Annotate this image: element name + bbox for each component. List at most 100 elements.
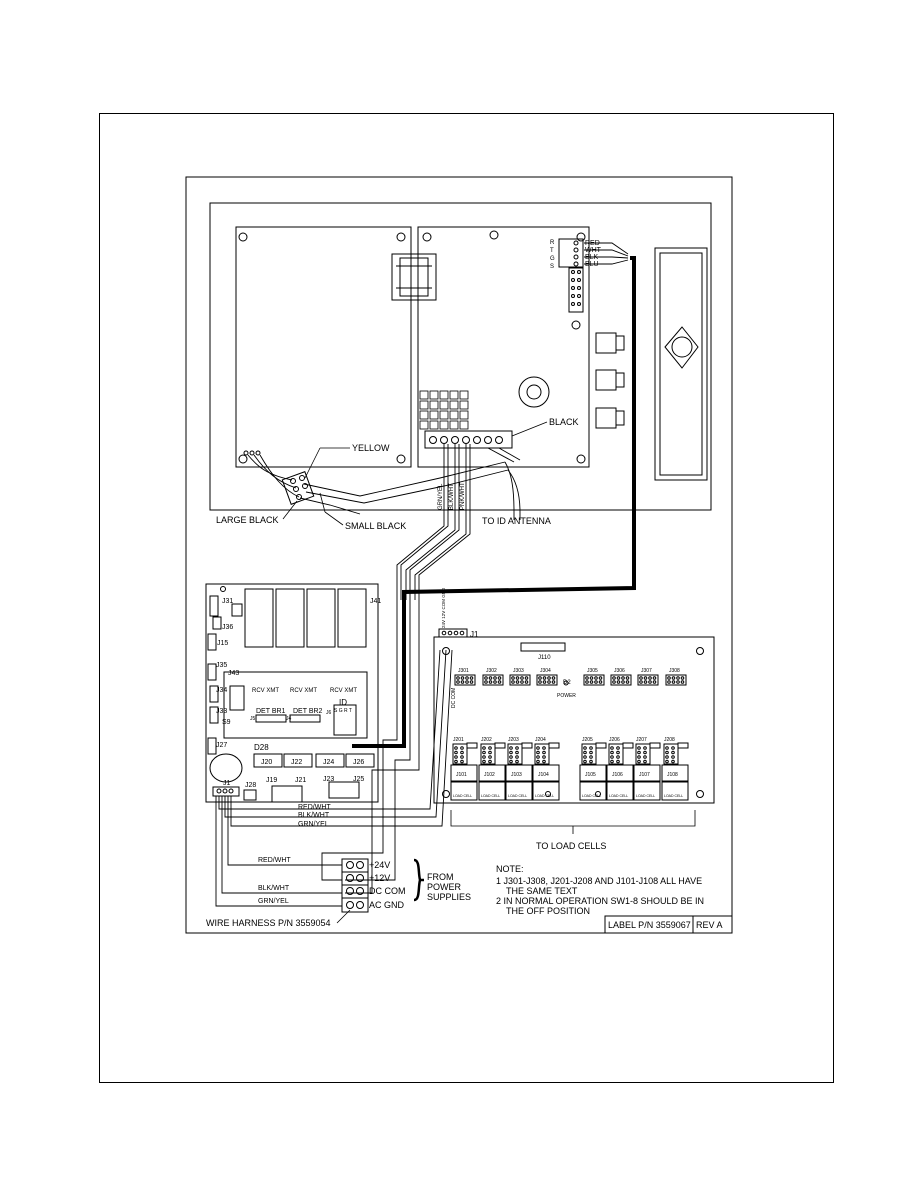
- svg-text:J43: J43: [228, 670, 239, 677]
- svg-text:WIRE HARNESS P/N 3559054: WIRE HARNESS P/N 3559054: [206, 918, 331, 928]
- load-cell-box: [532, 781, 560, 801]
- pin: [643, 759, 647, 764]
- pin: [680, 680, 685, 684]
- connector-j2: [480, 743, 496, 765]
- pin: [515, 676, 520, 680]
- svg-text:NOTE:: NOTE:: [496, 864, 524, 874]
- label-top-row: J303: [513, 668, 524, 674]
- label-load-cell: LOAD CELL: [453, 794, 472, 798]
- svg-text:BLK/WHT: BLK/WHT: [258, 885, 290, 892]
- pin: [482, 746, 486, 750]
- label-load-cell: LOAD CELL: [664, 794, 683, 798]
- pin: [610, 746, 614, 750]
- svg-text:AC GND: AC GND: [369, 900, 405, 910]
- enclosure-labels: R T G S RED WHT BLK BLU YELLOW BLACK LAR…: [216, 240, 602, 531]
- svg-text:T: T: [550, 248, 554, 254]
- connector-j3: [637, 674, 659, 686]
- svg-text:S9: S9: [222, 719, 231, 726]
- label-mid-row: J206: [609, 737, 620, 743]
- svg-text:24V 12V COM GND: 24V 12V COM GND: [441, 587, 446, 628]
- connector-j1: [579, 764, 607, 782]
- pin: [643, 746, 647, 750]
- pin: [610, 759, 614, 764]
- pin: [524, 676, 529, 680]
- svg-text:YELLOW: YELLOW: [352, 443, 390, 453]
- svg-text:2 IN NORMAL OPERATION SW1-8 S: 2 IN NORMAL OPERATION SW1-8 SHOULD BE IN: [496, 896, 704, 906]
- pin: [667, 676, 671, 680]
- pin: [637, 750, 641, 755]
- pin: [515, 750, 519, 755]
- pin: [520, 676, 524, 680]
- svg-text:THE OFF POSITION: THE OFF POSITION: [506, 906, 590, 916]
- pin: [625, 676, 630, 680]
- pin: [536, 755, 540, 759]
- label-mid-row: J207: [636, 737, 647, 743]
- page-border: [99, 113, 834, 1083]
- connector-j3: [610, 674, 632, 686]
- pin: [648, 676, 652, 680]
- svg-text:REV A: REV A: [696, 920, 723, 930]
- load-cell-box: [450, 781, 478, 801]
- label-top-row: J304: [540, 668, 551, 674]
- power-terminal-block: [341, 858, 369, 913]
- pin: [454, 755, 458, 759]
- load-cell-box: [661, 781, 689, 801]
- load-cell-box: [579, 781, 607, 801]
- pin: [643, 676, 648, 680]
- pin: [497, 676, 502, 680]
- pin: [583, 755, 587, 759]
- svg-text:J24: J24: [323, 759, 334, 766]
- pin: [594, 676, 598, 680]
- svg-text:RED/WHT: RED/WHT: [258, 857, 291, 864]
- connector-j2: [663, 743, 679, 765]
- pin: [469, 680, 474, 684]
- connector-j1: [661, 764, 689, 782]
- switch: [548, 742, 560, 749]
- connector-j3: [482, 674, 504, 686]
- pin: [536, 750, 540, 755]
- svg-text:J4: J4: [286, 716, 292, 722]
- enclosure: [209, 202, 712, 511]
- label-top-row: J301: [458, 668, 469, 674]
- switch: [677, 742, 689, 749]
- pin: [625, 680, 630, 684]
- load-cell-box: [478, 781, 506, 801]
- pin: [536, 759, 540, 764]
- pin: [616, 759, 620, 764]
- pin: [538, 680, 542, 684]
- pin: [493, 680, 497, 684]
- pin: [652, 676, 657, 680]
- pin: [585, 676, 589, 680]
- pin: [671, 676, 676, 680]
- controller-board: [205, 583, 379, 803]
- connector-j3: [665, 674, 687, 686]
- pin: [551, 680, 556, 684]
- svg-text:TO LOAD CELLS: TO LOAD CELLS: [536, 841, 606, 851]
- pin: [454, 746, 458, 750]
- power-labels: +24V +12V DC COM AC GND FROM POWER SUPPL…: [206, 858, 471, 928]
- switch: [494, 742, 506, 749]
- switch: [622, 742, 634, 749]
- connector-j2: [581, 743, 597, 765]
- pin: [511, 676, 515, 680]
- pin: [585, 680, 589, 684]
- pin: [621, 680, 625, 684]
- svg-text:J22: J22: [291, 759, 302, 766]
- pin: [667, 680, 671, 684]
- svg-text:LABEL P/N 3559067: LABEL P/N 3559067: [608, 920, 691, 930]
- svg-text:WHT: WHT: [585, 247, 602, 254]
- pin: [643, 750, 647, 755]
- svg-text:+12V: +12V: [369, 873, 390, 883]
- pin: [639, 680, 643, 684]
- pin: [465, 676, 469, 680]
- svg-text:SUPPLIES: SUPPLIES: [427, 892, 471, 902]
- junction-labels: J1 24V 12V COM GND J110 DC COM D2 POWER …: [441, 587, 683, 851]
- pin: [493, 676, 497, 680]
- pin: [612, 680, 616, 684]
- pin: [482, 755, 486, 759]
- pin: [643, 755, 647, 759]
- junction-board: [433, 628, 715, 804]
- svg-text:BLK: BLK: [585, 254, 599, 261]
- pin: [671, 759, 675, 764]
- svg-text:J27: J27: [216, 742, 227, 749]
